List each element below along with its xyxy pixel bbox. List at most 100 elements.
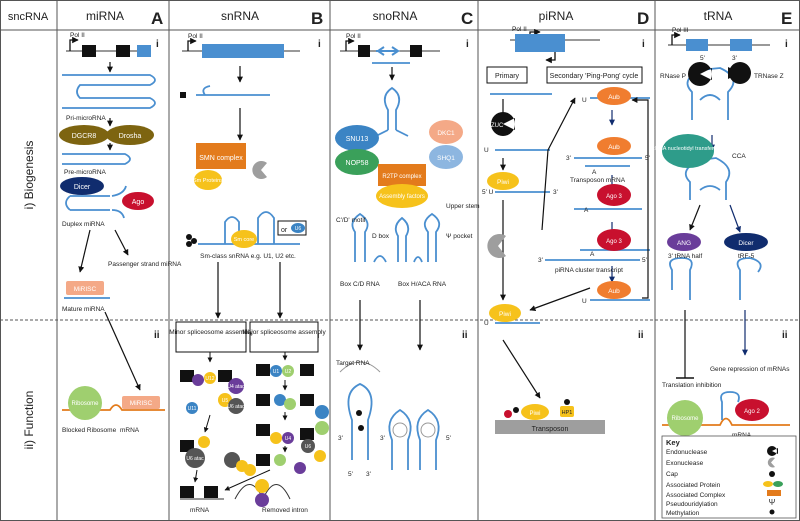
roman-b-i: i [318,39,321,50]
pirna-ago3-1: Ago 3 [606,194,622,200]
mirna-drosha: Drosha [119,133,142,140]
hp1-protein [560,406,574,417]
spliceosome-major [244,364,329,507]
snrna-u1: U1 [273,369,280,375]
snorna-cd-motif: C'/D' motif [336,217,366,224]
minor-box [175,321,247,353]
snrna-sm-core: Sm core [234,237,254,243]
trna-ago2: Ago 2 [744,409,760,415]
snorna-5p-c: 5' [446,435,451,442]
snrna-u6atac-2: U6 atac [186,456,204,462]
trna-half: 3' tRNA half [668,253,702,260]
spliceosome-minor [180,370,248,498]
header-trna: tRNA [704,9,733,23]
roman-e-ii: ii [782,330,788,341]
pirna-aub-2: Aub [608,144,620,151]
trna-mrna: mRNA [732,432,752,439]
pirna-5u: 5' U [482,189,494,196]
roman-d-i: i [642,39,645,50]
trna-ribosome: Ribosome [671,416,699,422]
pirna-hp1: HP1 [562,410,573,416]
key-exonuclease: Exonuclease [666,460,704,467]
roman-e-i: i [785,39,788,50]
snorna-r2tp: R2TP complex [382,174,421,180]
pirna-transposon-mrna: Transposon mRNA [570,177,626,184]
snrna-u12: U12 [205,376,214,382]
trna-5p: 5' [700,55,705,62]
snorna-dkc1: DKC1 [437,130,455,137]
mirna-dicer: Dicer [74,184,91,191]
mirna-mrna: mRNA [120,427,140,434]
key-cap: Cap [666,471,678,478]
snorna-upper: Upper stem [446,203,480,210]
panel-letter-e: E [781,9,792,28]
snrna-sm-proteins: Sm Proteins [193,178,223,184]
roman-a-ii: ii [154,330,160,341]
pirna-3p-2: 3' [566,155,571,162]
panel-letter-a: A [151,9,163,28]
aub-protein-1 [597,87,631,105]
trna-translation: Translation inhibition [662,382,722,389]
pirna-u-2: U [484,320,489,327]
mirna-dgcr8: DGCR8 [72,133,97,140]
ribosome-a [68,386,102,420]
pirna-u-4: U [582,298,587,305]
snrna-u6: U6 [305,444,312,450]
snorna-assembly: Assembly factors [379,194,425,200]
snrna-removed: Removed intron [262,507,308,514]
pirna-5p-3: 5' [642,257,647,264]
pirna-3p-3: 3' [538,257,543,264]
mirna-mirisc-2: MiRISC [130,400,153,407]
pirna-a-1: A [592,169,597,176]
snorna-box-haca: Box H/ACA RNA [398,281,447,288]
panel-letter-d: D [637,9,649,28]
snorna-d-box: D box [372,233,390,240]
pirna-cluster: piRNA cluster transcript [555,267,623,274]
snrna-or: or [281,227,288,234]
snrna-u4: U4 [285,436,292,442]
trna-transferase: tRNA nucleotidyl transferase [653,146,722,152]
pirna-primary: Primary [495,73,520,80]
snrna-u6-small: U6 [295,226,302,232]
major-box [249,321,319,353]
trna-dicer: Dicer [738,240,754,247]
snorna-3p-a: 3' [338,435,343,442]
trna-gene-rep: Gene repression of mRNAs [710,366,790,373]
panel-letter-c: C [461,9,473,28]
pirna-piwi-3: Piwi [529,411,540,417]
snorna-nop58: NOP58 [346,160,369,167]
pirna-pol: Pol II [512,26,527,33]
piwi-protein-d [487,172,519,190]
pirna-secondary: Secondary 'Ping-Pong' cycle [550,73,639,80]
roman-d-ii: ii [638,330,644,341]
mirna-mirisc: MiRISC [74,286,97,293]
panel-snrna [180,37,300,501]
piwi-protein-d3 [521,404,549,420]
snorna-pol: Pol II [346,33,361,40]
drosha-protein [106,125,154,145]
snorna-5p-a: 5' [348,471,353,478]
dicer-protein-a [60,177,104,195]
pirna-aub-3: Aub [608,288,620,295]
pirna-piwi-1: Piwi [497,179,509,186]
snu13-protein [335,125,379,151]
pirna-5p-2: 5' [645,155,650,162]
pirna-u-1: U [484,147,489,154]
trna-trf: tRF-5 [738,253,755,260]
snorna-3p-c: 3' [380,435,385,442]
trna-ang: ANG [677,240,691,247]
trna-rnase-p: RNase P [660,73,686,80]
dgcr8-protein [59,125,109,145]
dicer-protein-e [724,233,768,251]
key-endonuclease: Endonuclease [666,449,708,456]
key-pseudo: Pseudouridylation [666,501,718,508]
pirna-transposon: Transposon [532,426,569,433]
dkc1-protein [429,120,463,144]
trnase-z [728,62,751,84]
snrna-cap [180,92,186,98]
trna-cca: CCA [732,153,746,160]
header-snorna: snoRNA [373,9,418,23]
snrna-pol: Pol II [188,33,203,40]
snrna-u2: U2 [285,369,292,375]
